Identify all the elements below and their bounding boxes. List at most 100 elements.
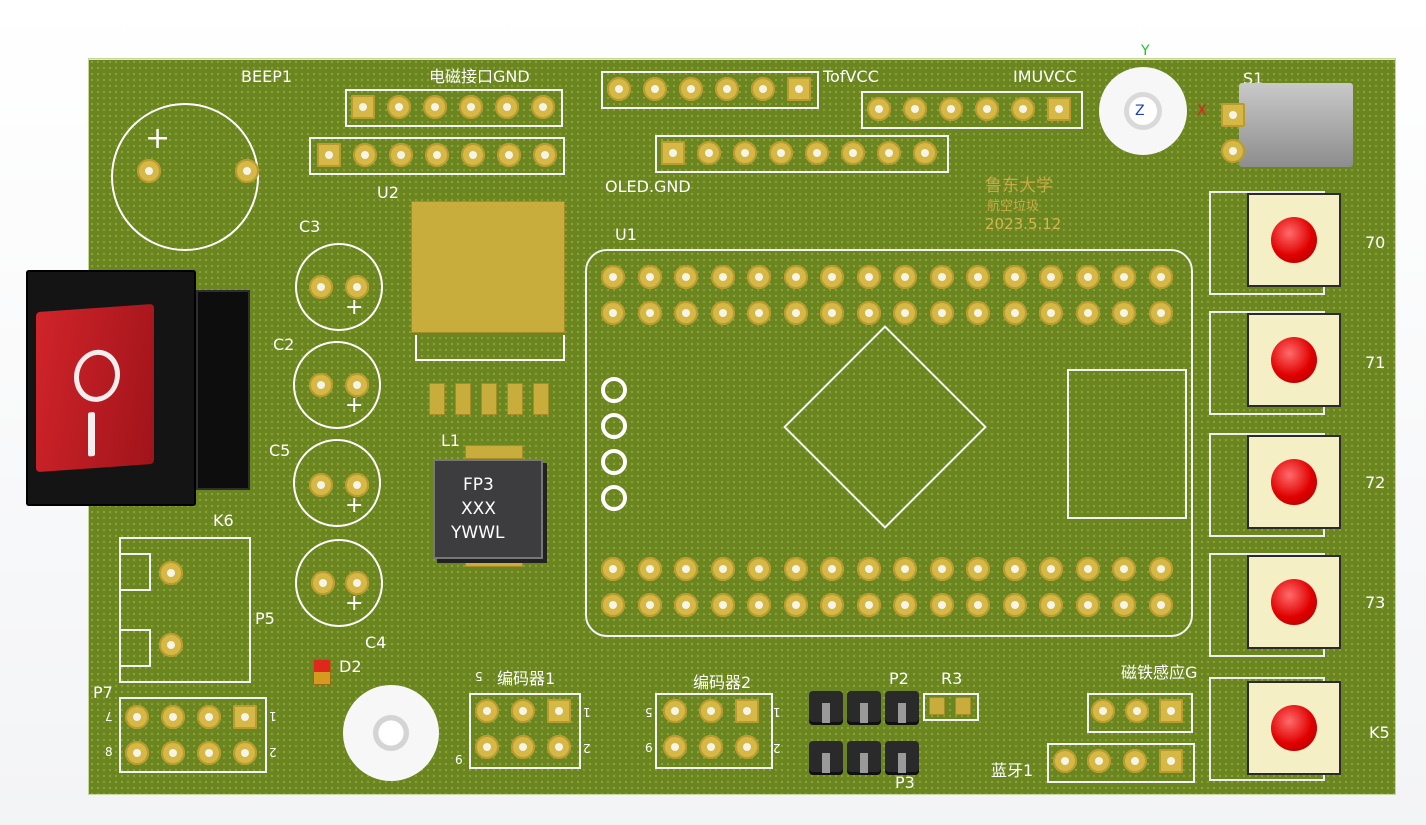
mcu-pin-pad	[783, 593, 808, 617]
pin-header-p2[interactable]	[885, 691, 919, 725]
button-70[interactable]	[1247, 193, 1341, 287]
mcu-pin-pad	[966, 557, 990, 581]
mcu-pin-pad	[783, 557, 808, 581]
mcu-pin-pad	[856, 557, 881, 581]
mcu-pin-pad	[747, 301, 771, 325]
bluetooth-pad	[1053, 749, 1077, 773]
mcu-pin-pad	[1039, 265, 1063, 289]
logo-line1: 鲁东大学	[985, 176, 1053, 196]
pin-label-2: 2	[269, 745, 277, 759]
encoder1-header-outline	[469, 693, 581, 769]
mcu-pin-pad	[1075, 301, 1100, 325]
capacitor-pad	[309, 275, 333, 299]
slide-switch[interactable]	[1239, 83, 1353, 167]
header-pad	[787, 77, 811, 101]
p7-pad	[233, 741, 257, 765]
pin-header-p2[interactable]	[847, 691, 881, 725]
label-oled-gnd: OLED.GND	[605, 177, 691, 196]
p7-pad	[125, 741, 149, 765]
pin-header-p2[interactable]	[809, 691, 843, 725]
button-73[interactable]	[1247, 555, 1341, 649]
pin-header-p3[interactable]	[809, 741, 843, 775]
capacitor-plus: +	[345, 393, 364, 418]
pin-label-2: 2	[773, 741, 781, 755]
header-pad	[769, 141, 793, 165]
header-pad	[733, 141, 757, 165]
p7-pad	[125, 705, 149, 729]
mcu-pin-pad	[710, 301, 735, 325]
bluetooth-pad	[1087, 749, 1111, 773]
p7-pad	[197, 741, 221, 765]
mcu-pin-pad	[783, 301, 808, 325]
axis-y-label: Y	[1141, 43, 1150, 59]
capacitor-pad	[311, 571, 335, 595]
magnet-sensor-outline	[1087, 693, 1193, 733]
mcu-pin-pad	[1112, 301, 1136, 325]
pin-header-p3[interactable]	[847, 741, 881, 775]
mcu-pin-pad	[674, 301, 698, 325]
mcu-pin-pad	[966, 265, 990, 289]
button-71[interactable]	[1247, 313, 1341, 407]
capacitor-pad	[309, 373, 333, 397]
mcu-pin-pad	[1148, 265, 1173, 289]
capacitor-plus: +	[345, 591, 364, 616]
button-cap[interactable]	[1271, 217, 1317, 263]
rocker-switch-button[interactable]	[36, 303, 154, 473]
mcu-aux-pad	[601, 413, 627, 439]
button-72[interactable]	[1247, 435, 1341, 529]
label-l1: L1	[441, 431, 461, 450]
button-cap[interactable]	[1271, 579, 1317, 625]
button-cap[interactable]	[1271, 459, 1317, 505]
label-button-k5: K5	[1369, 723, 1390, 742]
capacitor-c3	[295, 243, 383, 331]
button-cap[interactable]	[1271, 705, 1317, 751]
header-pad	[607, 77, 631, 101]
axis-x-label: X	[1197, 103, 1207, 119]
header-pad	[461, 143, 485, 167]
mcu-pin-pad	[893, 557, 917, 581]
button-k5[interactable]	[1247, 681, 1341, 775]
header-pad	[903, 97, 927, 121]
label-imuvcc: IMUVCC	[1013, 67, 1077, 86]
pin-label-1: 1	[269, 709, 277, 723]
mcu-pin-pad	[747, 265, 771, 289]
buzzer-pad	[235, 159, 259, 183]
pcb-board: BEEP1 + 电磁接口GND U2 TofVCC OLED.GND IMUVC…	[88, 43, 1396, 795]
header-pad	[497, 143, 521, 167]
mcu-pin-pad	[1075, 557, 1100, 581]
inductor-pad	[465, 445, 523, 459]
pin-label-1: 1	[583, 705, 591, 719]
mcu-pin-pad	[637, 301, 662, 325]
mcu-pin-pad	[893, 593, 917, 617]
mcu-pin-pad	[820, 301, 844, 325]
r3-outline	[923, 693, 979, 721]
mounting-hole	[343, 685, 439, 781]
button-cap[interactable]	[1271, 337, 1317, 383]
label-c2: C2	[273, 335, 295, 354]
regulator-outline	[415, 335, 565, 361]
mcu-pin-pad	[1039, 593, 1063, 617]
inductor-marking-1: FP3	[463, 475, 494, 495]
encoder2-header-outline	[655, 693, 773, 769]
mcu-pin-pad	[747, 593, 771, 617]
encoder1-pad	[511, 699, 535, 723]
mcu-pin-pad	[820, 557, 844, 581]
mcu-pin-pad	[637, 265, 662, 289]
r3-pad	[955, 697, 971, 715]
mcu-pin-pad	[929, 557, 954, 581]
label-k6: K6	[213, 511, 234, 530]
magnet-sensor-pad	[1091, 699, 1115, 723]
header-pad	[913, 141, 937, 165]
mcu-pin-pad	[856, 593, 881, 617]
mcu-pin-pad	[710, 593, 735, 617]
header-pad	[975, 97, 999, 121]
mcu-pin-pad	[637, 557, 662, 581]
capacitor-c4	[295, 539, 383, 627]
mcu-pin-pad	[601, 557, 625, 581]
header-pad	[751, 77, 775, 101]
k6-pad	[159, 561, 183, 585]
pin-label-7: 7	[105, 709, 113, 723]
label-encoder1: 编码器1	[497, 669, 556, 688]
encoder2-pad	[699, 735, 723, 759]
pin-header-p3[interactable]	[885, 741, 919, 775]
